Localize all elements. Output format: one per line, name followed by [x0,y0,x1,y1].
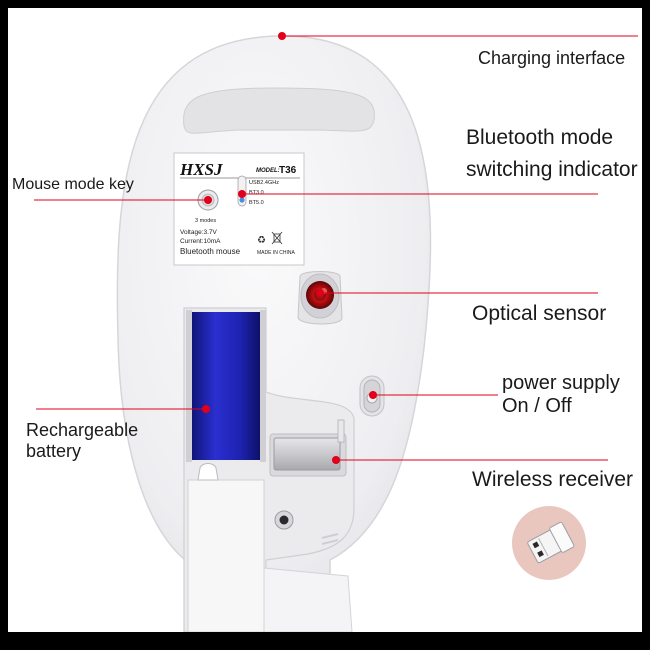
mode-usb: USB2.4GHz [249,180,279,186]
label-mouse-mode-key: Mouse mode key [12,176,134,193]
pointer-dot-mode-key [204,196,212,204]
mode-bt5: BT5.0 [249,200,264,206]
brand-logo: HXSJ [179,160,223,179]
pointer-dot-bt [238,190,246,198]
pointer-dot-battery [202,405,210,413]
top-grip [183,87,375,134]
model-value: T36 [279,165,297,176]
label-bt-indicator-line1: Bluetooth mode [466,126,614,149]
label-bt-indicator: Bluetooth mode switching indicator [466,126,638,182]
pointer-dots [202,32,377,464]
pointer-lines [34,35,638,461]
sticker-label [173,152,305,266]
label-bt-indicator-line2: switching indicator [466,158,638,182]
label-charging-interface: Charging interface [478,48,626,68]
model-label: MODEL: [256,168,280,174]
label-power-line1: power supply [502,372,620,394]
bt-indicator-led [239,197,245,203]
label-power-line2: On / Off [502,395,572,417]
label-power-supply: power supply On / Off [502,372,620,418]
battery-door [187,479,265,632]
receiver-photo [512,506,586,580]
origin-text: MADE IN CHINA [257,250,295,256]
voltage-text: Voltage:3.7V [180,229,218,236]
mode-bt3: BT3.0 [249,190,264,196]
recycle-icon: ♻ [257,235,266,246]
image-panel: HXSJ MODEL: T36 USB2.4GHz BT3.0 BT5.0 3 … [8,8,642,632]
current-text: Current:10mA [180,238,221,245]
pointer-dot-power [369,391,377,399]
receiver-dongle [273,437,341,471]
label-battery: Rechargeable battery [26,420,138,461]
product-text: Bluetooth mouse [180,247,241,256]
battery [190,312,262,460]
pointer-dot-charging [278,32,286,40]
bin-icon [273,233,281,243]
modes-caption: 3 modes [195,218,216,224]
label-battery-line1: Rechargeable [26,420,139,440]
label-wireless-receiver: Wireless receiver [472,468,634,491]
pointer-dot-receiver [332,456,340,464]
label-battery-line2: battery [26,440,82,461]
pointer-dot-sensor [316,289,324,297]
label-optical-sensor: Optical sensor [472,302,607,325]
mouse-illustration: HXSJ MODEL: T36 USB2.4GHz BT3.0 BT5.0 3 … [34,32,638,632]
